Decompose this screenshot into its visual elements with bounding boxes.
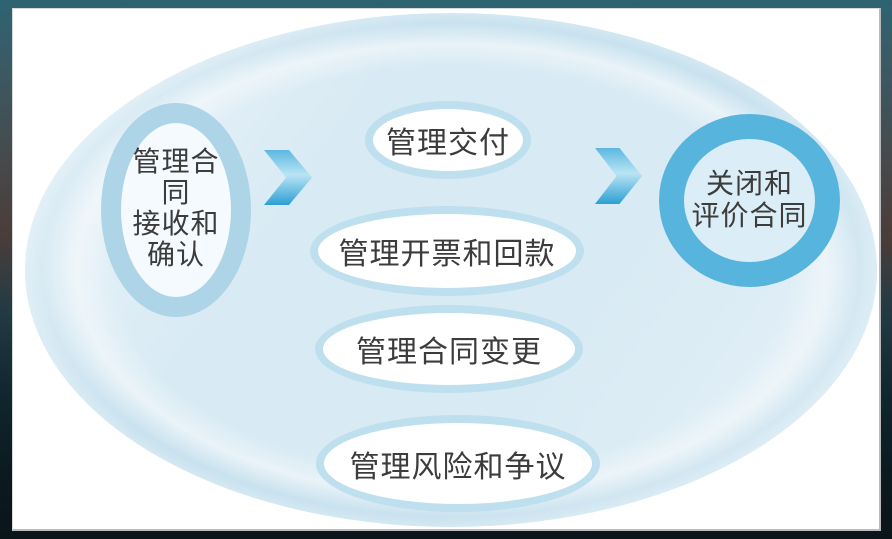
slide-card: 管理合同 接收和 确认 管理交付 管理开票和回款 管理合同变更 管理风险和争议 bbox=[12, 8, 881, 531]
end-node-close-evaluate: 关闭和 评价合同 bbox=[659, 114, 840, 287]
process-node-label: 管理开票和回款 bbox=[338, 238, 556, 271]
process-node-label: 管理风险和争议 bbox=[349, 450, 567, 484]
chevron-right-icon bbox=[595, 148, 642, 204]
process-node-contract-change: 管理合同变更 bbox=[315, 305, 583, 393]
process-node-label: 管理合同变更 bbox=[356, 336, 542, 369]
process-node-invoicing-payment: 管理开票和回款 bbox=[310, 206, 584, 296]
chevron-right-icon bbox=[264, 150, 312, 205]
start-node-contract-receipt: 管理合同 接收和 确认 bbox=[101, 103, 251, 317]
start-node-label: 管理合同 接收和 确认 bbox=[132, 147, 220, 271]
process-node-label: 管理交付 bbox=[386, 127, 510, 160]
end-node-label: 关闭和 评价合同 bbox=[691, 169, 808, 232]
process-boundary-ellipse: 管理合同 接收和 确认 管理交付 管理开票和回款 管理合同变更 管理风险和争议 bbox=[25, 13, 877, 527]
process-node-risk-dispute: 管理风险和争议 bbox=[316, 415, 600, 512]
process-node-delivery: 管理交付 bbox=[365, 101, 531, 179]
